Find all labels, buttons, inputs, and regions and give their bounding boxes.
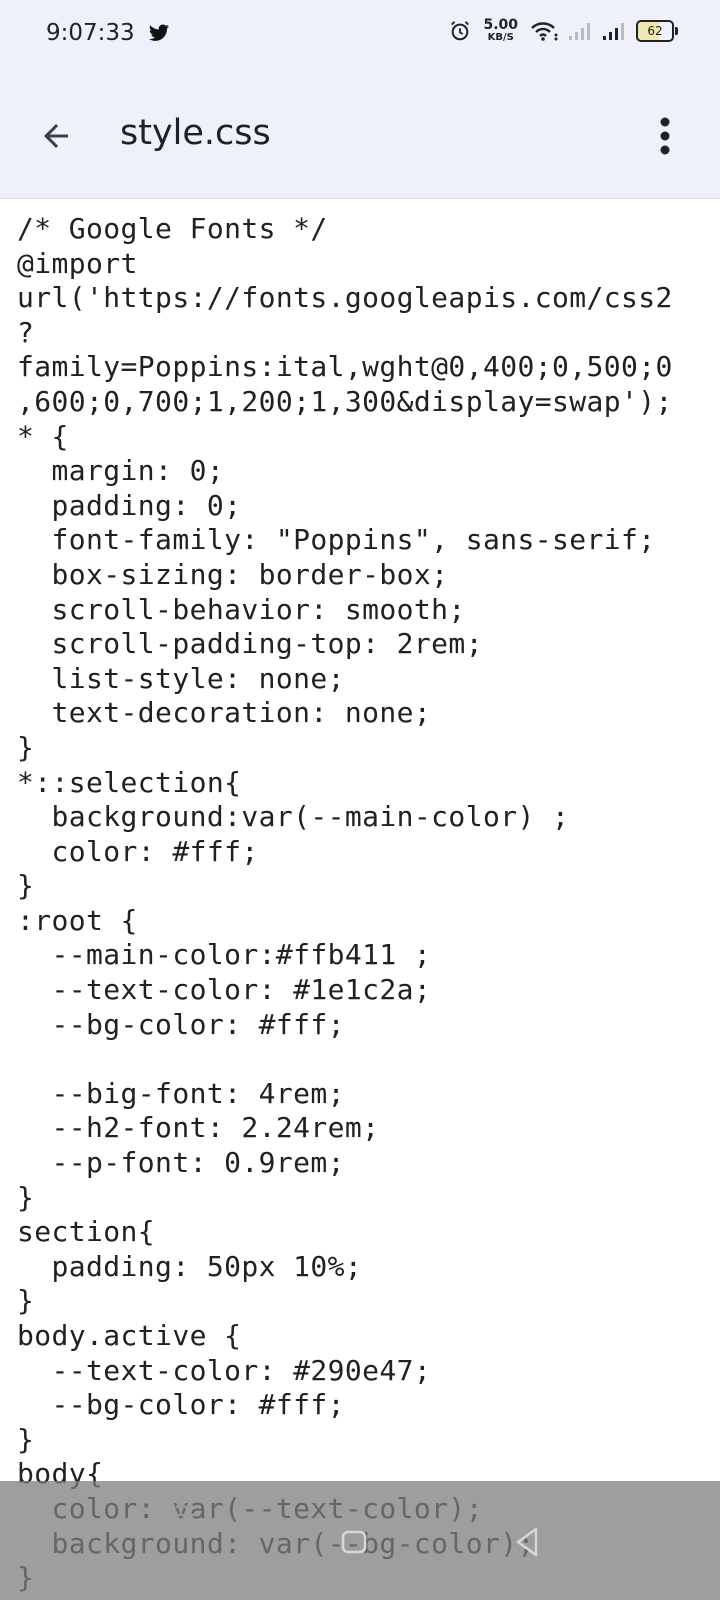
status-time: 9:07:33 <box>46 20 135 46</box>
page-title: style.css <box>120 113 271 153</box>
network-speed-unit: KB/S <box>487 32 514 43</box>
status-bar: 9:07:33 5.00 KB/S <box>0 0 720 70</box>
code-line: --bg-color: #fff; <box>17 1388 345 1422</box>
code-line: } <box>17 1422 35 1456</box>
back-button[interactable] <box>30 110 82 162</box>
code-line: --text-color: #1e1c2a; <box>17 973 432 1007</box>
code-line: } <box>17 1180 35 1214</box>
code-line: --h2-font: 2.24rem; <box>17 1111 380 1145</box>
code-line: family=Poppins:ital,wght@0,400;0,500;0 <box>17 350 673 384</box>
code-line: url('https://fonts.googleapis.com/css2 <box>17 281 673 315</box>
code-line: font-family: "Poppins", sans-serif; <box>17 523 656 557</box>
twitter-icon <box>148 24 170 41</box>
code-line: scroll-padding-top: 2rem; <box>17 627 483 661</box>
recents-icon[interactable] <box>170 1497 204 1527</box>
network-speed: 5.00 KB/S <box>483 18 518 43</box>
code-line: margin: 0; <box>17 454 225 488</box>
back-icon[interactable] <box>512 1525 542 1559</box>
code-line: *::selection{ <box>17 765 242 799</box>
signal-icon <box>569 22 590 40</box>
signal-icon <box>603 22 624 40</box>
code-line: ,600;0,700;1,200;1,300&display=swap'); <box>17 384 673 418</box>
code-line: --bg-color: #fff; <box>17 1007 345 1041</box>
code-line: } <box>17 1284 35 1318</box>
code-line: scroll-behavior: smooth; <box>17 592 466 626</box>
code-line: body.active { <box>17 1319 242 1352</box>
code-line <box>17 1042 720 1077</box>
code-line: padding: 0; <box>17 488 242 522</box>
more-options-button[interactable] <box>650 110 680 162</box>
code-line: /* Google Fonts */ <box>17 212 328 245</box>
more-vert-icon <box>660 117 670 155</box>
code-line: * { <box>17 419 69 453</box>
network-speed-value: 5.00 <box>483 17 518 33</box>
alarm-icon <box>451 20 470 40</box>
arrow-back-icon <box>44 124 68 148</box>
code-line: @import <box>17 246 138 280</box>
status-icons: 5.00 KB/S 62 <box>449 18 678 43</box>
code-line: text-decoration: none; <box>17 696 432 730</box>
code-line: box-sizing: border-box; <box>17 557 449 591</box>
code-line: --main-color:#ffb411 ; <box>17 938 432 972</box>
app-bar: style.css <box>0 70 720 199</box>
code-line: color: #fff; <box>17 834 259 868</box>
code-line: } <box>17 869 35 903</box>
code-line: ? <box>17 315 35 349</box>
navigation-bar <box>0 1481 720 1600</box>
code-line: section{ <box>17 1215 156 1249</box>
code-line: list-style: none; <box>17 661 345 695</box>
wifi-icon <box>531 21 558 41</box>
home-icon[interactable] <box>340 1529 370 1557</box>
code-line: } <box>17 730 35 764</box>
battery-level: 62 <box>647 23 663 38</box>
code-line: --p-font: 0.9rem; <box>17 1146 345 1180</box>
code-line: --text-color: #290e47; <box>17 1353 432 1387</box>
code-line: background:var(--main-color) ; <box>17 800 570 834</box>
code-line: padding: 50px 10%; <box>17 1249 363 1283</box>
code-line: --big-font: 4rem; <box>17 1076 345 1110</box>
battery-icon: 62 <box>636 19 678 42</box>
code-line: :root { <box>17 903 138 937</box>
